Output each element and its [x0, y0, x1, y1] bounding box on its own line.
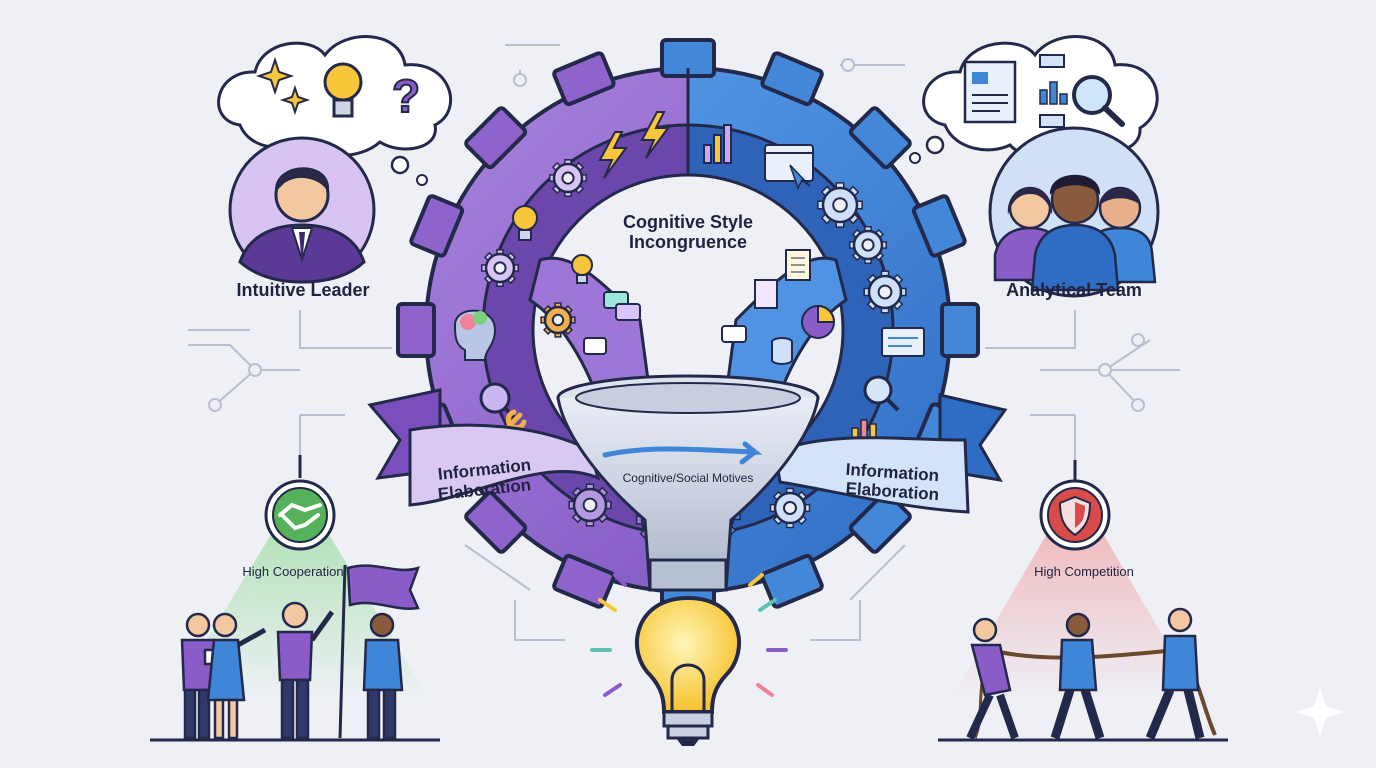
- lightning-icon: [598, 131, 628, 179]
- document-icon: [754, 279, 778, 309]
- gear-tooth: [911, 194, 967, 258]
- gear-icon: [863, 270, 907, 314]
- intuitive-leader-avatar: [228, 136, 376, 284]
- gear-icon: [769, 487, 811, 529]
- left-ribbon: [367, 388, 601, 507]
- gear-tooth: [464, 490, 528, 554]
- bar-chart-icon: [1039, 81, 1068, 105]
- pie-chart-icon: [801, 304, 836, 339]
- lightbulb-icon: [323, 62, 363, 118]
- question-icon: ?: [392, 70, 420, 122]
- sparkle-icon: [1296, 688, 1344, 736]
- funnel-label: Cognitive/Social Motives: [623, 471, 754, 485]
- gear-ring-icons: [453, 111, 925, 443]
- document-icon: [963, 60, 1017, 124]
- lightbulb-icon: [512, 205, 538, 241]
- head-icon: [453, 309, 497, 361]
- document-icon: [764, 144, 814, 190]
- gear-tooth: [552, 51, 616, 107]
- cooperating-team: [150, 564, 440, 742]
- center-label-line1: Cognitive Style: [623, 212, 753, 232]
- gear-icon: [540, 302, 576, 338]
- lightning-icon: [640, 111, 670, 159]
- analytical-team-avatar: [988, 126, 1160, 298]
- gear-tooth: [464, 106, 528, 170]
- right-thought-cloud: [909, 35, 1159, 164]
- gear-tooth: [396, 302, 436, 358]
- gear-tooth: [760, 51, 824, 107]
- left-lamp-label: High Cooperation: [242, 564, 343, 579]
- gear-icon: [849, 226, 887, 264]
- magnifier-icon: [1072, 75, 1125, 127]
- right-lamp-label: High Competition: [1034, 564, 1134, 579]
- bar-chart-icon: [703, 124, 732, 164]
- gear-icon: [568, 483, 612, 527]
- gear-tooth: [552, 553, 616, 609]
- gear-icon: [817, 182, 863, 228]
- idea-lightbulb: [590, 573, 788, 746]
- funnel: [556, 374, 820, 592]
- left-person-label: Intuitive Leader: [236, 280, 369, 300]
- gear-tooth: [760, 553, 824, 609]
- lightbulb-icon: [571, 254, 593, 284]
- gear-tooth: [409, 194, 465, 258]
- sparkle-icon: [279, 84, 311, 116]
- sparkle-icon: [255, 56, 295, 96]
- handshake-icon: [278, 502, 322, 531]
- right-person-label: Analytical Team: [1006, 280, 1142, 300]
- center-label-line2: Incongruence: [629, 232, 747, 252]
- chat-icon: [583, 291, 747, 355]
- document-icon: [785, 249, 811, 281]
- magnifier-icon: [863, 375, 900, 412]
- circuit-lines: [188, 44, 1180, 641]
- database-icon: [771, 337, 793, 365]
- document-icon: [881, 327, 925, 357]
- gear-tooth: [848, 106, 912, 170]
- gear-icon: [481, 249, 519, 287]
- right-ribbon: [773, 393, 1008, 514]
- gear-tooth: [940, 302, 980, 358]
- gear-icon: [549, 159, 587, 197]
- competing-team: [938, 607, 1228, 742]
